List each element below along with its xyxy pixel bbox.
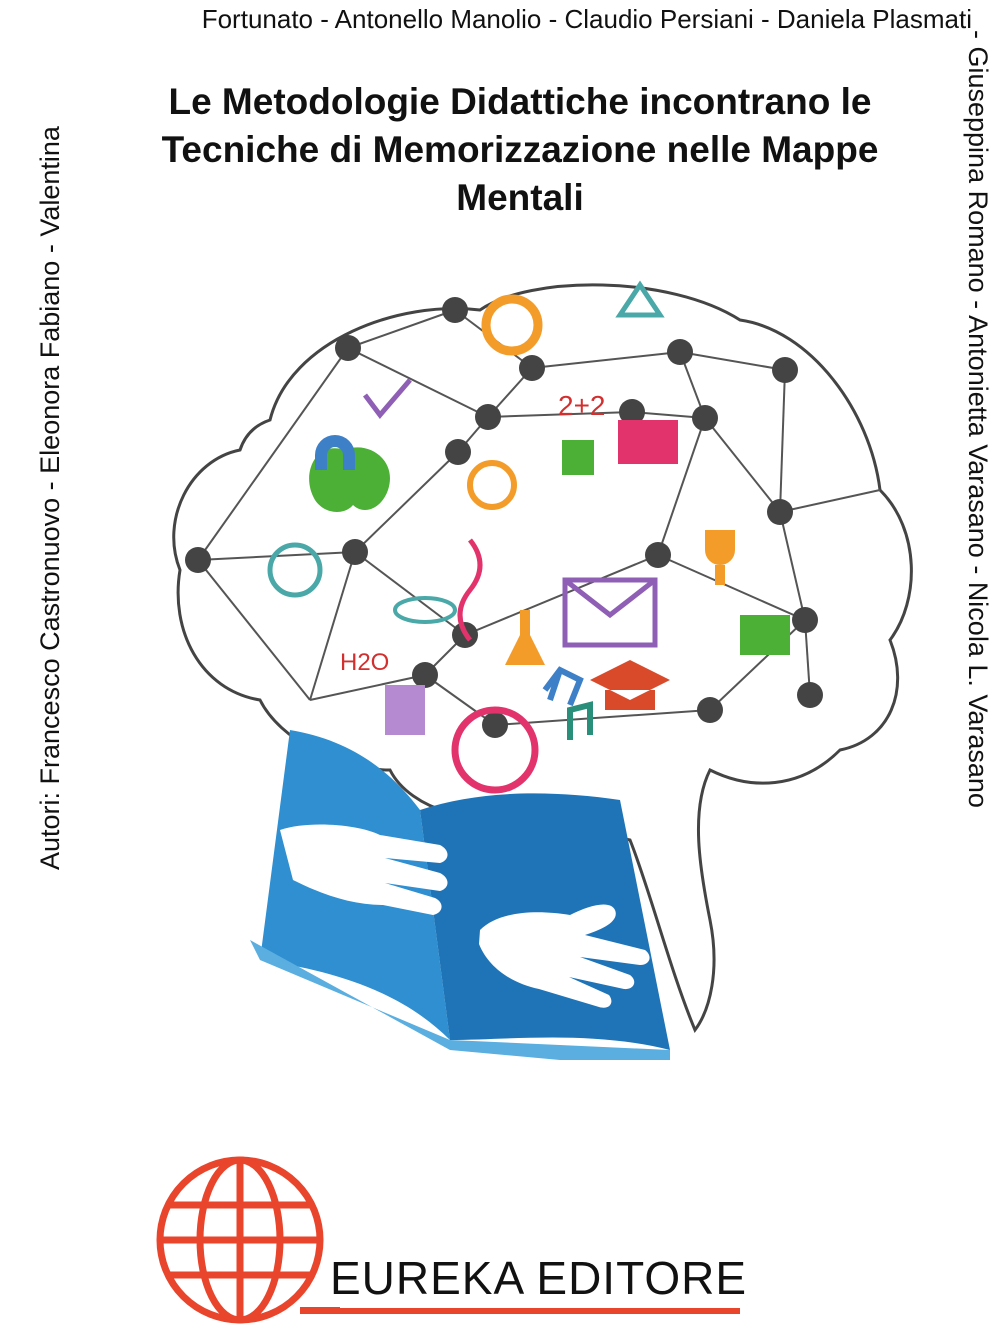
atom-icon: [393, 596, 458, 624]
music-note-icon: [567, 701, 593, 740]
check-icon: [363, 378, 412, 419]
title-line-2: Tecniche di Memorizzazione nelle Mappe: [161, 129, 879, 170]
magnet-icon: [315, 435, 355, 470]
publisher-name: EUREKA EDITORE: [330, 1252, 748, 1304]
calculator-icon: [385, 685, 425, 735]
open-book-icon: [250, 730, 670, 1060]
trophy-icon: [705, 530, 735, 585]
book-title: Le Metodologie Didattiche incontrano le …: [100, 78, 940, 222]
envelope-icon: [562, 577, 658, 648]
apple-icon: [309, 447, 390, 512]
person-running-icon: [542, 666, 584, 707]
flask-icon: [505, 610, 545, 665]
globe-logo-icon: [156, 1156, 340, 1324]
magnifier-icon: [467, 460, 517, 510]
right-hand-icon: [479, 904, 650, 1008]
title-line-1: Le Metodologie Didattiche incontrano le: [168, 81, 872, 122]
globe-icon: [451, 706, 539, 794]
title-line-3: Mentali: [456, 177, 584, 218]
graduation-cap-icon: [590, 660, 670, 710]
laptop-icon: [618, 420, 678, 464]
brain-network-book-illustration: 2+2 H2O: [172, 280, 913, 1060]
brain-outline: [172, 283, 913, 1034]
gear-icon: [481, 294, 543, 356]
clock-icon: [267, 542, 323, 598]
authors-right-line: - Giuseppina Romano - Antonietta Varasan…: [963, 30, 993, 808]
formula-text: H2O: [340, 649, 389, 676]
authors-left-line: Autori: Francesco Castronuovo - Eleonora…: [35, 126, 65, 870]
authors-top-line: Fortunato - Antonello Manolio - Claudio …: [201, 4, 972, 34]
math-text: 2+2: [558, 390, 606, 421]
education-icons: 2+2 H2O: [267, 280, 790, 794]
network-nodes: [185, 297, 823, 738]
dna-icon: [457, 538, 483, 642]
triangle-icon: [615, 280, 665, 318]
book-small-icon: [740, 615, 790, 655]
building-icon: [562, 440, 594, 475]
publisher-underline: [300, 1308, 740, 1314]
left-hand-icon: [280, 824, 448, 915]
